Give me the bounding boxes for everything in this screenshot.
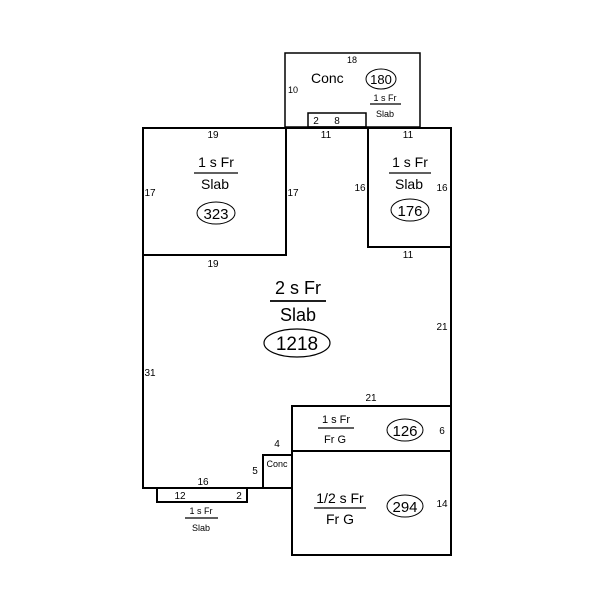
right-upper-area-oval [390, 198, 430, 222]
right-upper-story: 1 s Fr [392, 154, 428, 170]
lower-right-top-area-oval [386, 418, 424, 442]
dim-lower-right-top-width: 21 [365, 393, 377, 404]
main-foundation: Slab [280, 305, 316, 325]
dim-right-upper-right: 16 [436, 183, 448, 194]
dim-top-notch-a: 2 [313, 116, 319, 127]
bottom-ext-story: 1 s Fr [189, 506, 212, 516]
lower-right-top-outline [291, 405, 452, 452]
lower-right-bottom-area: 294 [392, 499, 417, 516]
dim-right-upper-top-outer: 11 [321, 130, 332, 141]
dim-conc-small-top: 4 [274, 439, 280, 450]
main-story: 2 s Fr [275, 278, 321, 298]
dim-main-left: 31 [144, 368, 156, 379]
dim-ext-right: 2 [236, 491, 242, 502]
left-upper-area-oval [196, 201, 236, 225]
dim-ext-left: 12 [174, 491, 186, 502]
lower-right-bottom-story: 1/2 s Fr [316, 490, 364, 506]
left-upper-story: 1 s Fr [198, 154, 234, 170]
dim-left-upper-bottom: 19 [207, 259, 219, 270]
top-conc-label: Conc [311, 70, 344, 86]
lower-right-top-area: 126 [392, 423, 417, 440]
lower-right-bottom-outline [291, 450, 452, 556]
dim-conc-small-left: 5 [252, 466, 258, 477]
lower-right-top-foundation: Fr G [324, 434, 346, 446]
bottom-ext-foundation: Slab [192, 523, 210, 533]
dim-right-upper-left: 16 [354, 183, 366, 194]
main-area-oval [263, 328, 331, 358]
top-conc-sub-foundation: Slab [376, 109, 394, 119]
bottom-ext-outline [156, 487, 248, 503]
top-conc-area: 180 [370, 72, 392, 87]
dim-left-upper-right: 17 [287, 188, 299, 199]
conc-small-outline [262, 454, 293, 489]
dim-right-upper-top: 11 [403, 130, 414, 141]
right-upper-foundation: Slab [395, 176, 423, 192]
lower-right-top-story: 1 s Fr [322, 414, 350, 426]
lower-right-bottom-foundation: Fr G [326, 511, 354, 527]
dim-left-upper-left: 17 [144, 188, 156, 199]
top-conc-area-oval [365, 68, 397, 90]
dim-main-bottom: 16 [197, 477, 209, 488]
dim-right-upper-bottom: 11 [403, 250, 414, 261]
dim-top-conc-left: 10 [288, 85, 298, 95]
main-area: 1218 [276, 334, 318, 355]
dim-lower-right-bottom-right: 14 [436, 499, 448, 510]
right-upper-area: 176 [397, 203, 422, 220]
dim-main-right: 21 [436, 322, 448, 333]
left-upper-foundation: Slab [201, 176, 229, 192]
left-upper-area: 323 [203, 206, 228, 223]
dim-lower-right-top-right: 6 [439, 426, 445, 437]
dim-top-notch-b: 8 [334, 116, 340, 127]
dim-top-conc-top: 18 [347, 55, 357, 65]
lower-right-bottom-area-oval [386, 494, 424, 518]
top-conc-sub-story: 1 s Fr [373, 93, 396, 103]
conc-small-label: Conc [266, 459, 288, 469]
left-upper-outline [142, 127, 287, 256]
dim-left-upper-top: 19 [207, 130, 219, 141]
right-upper-outline [367, 127, 452, 248]
